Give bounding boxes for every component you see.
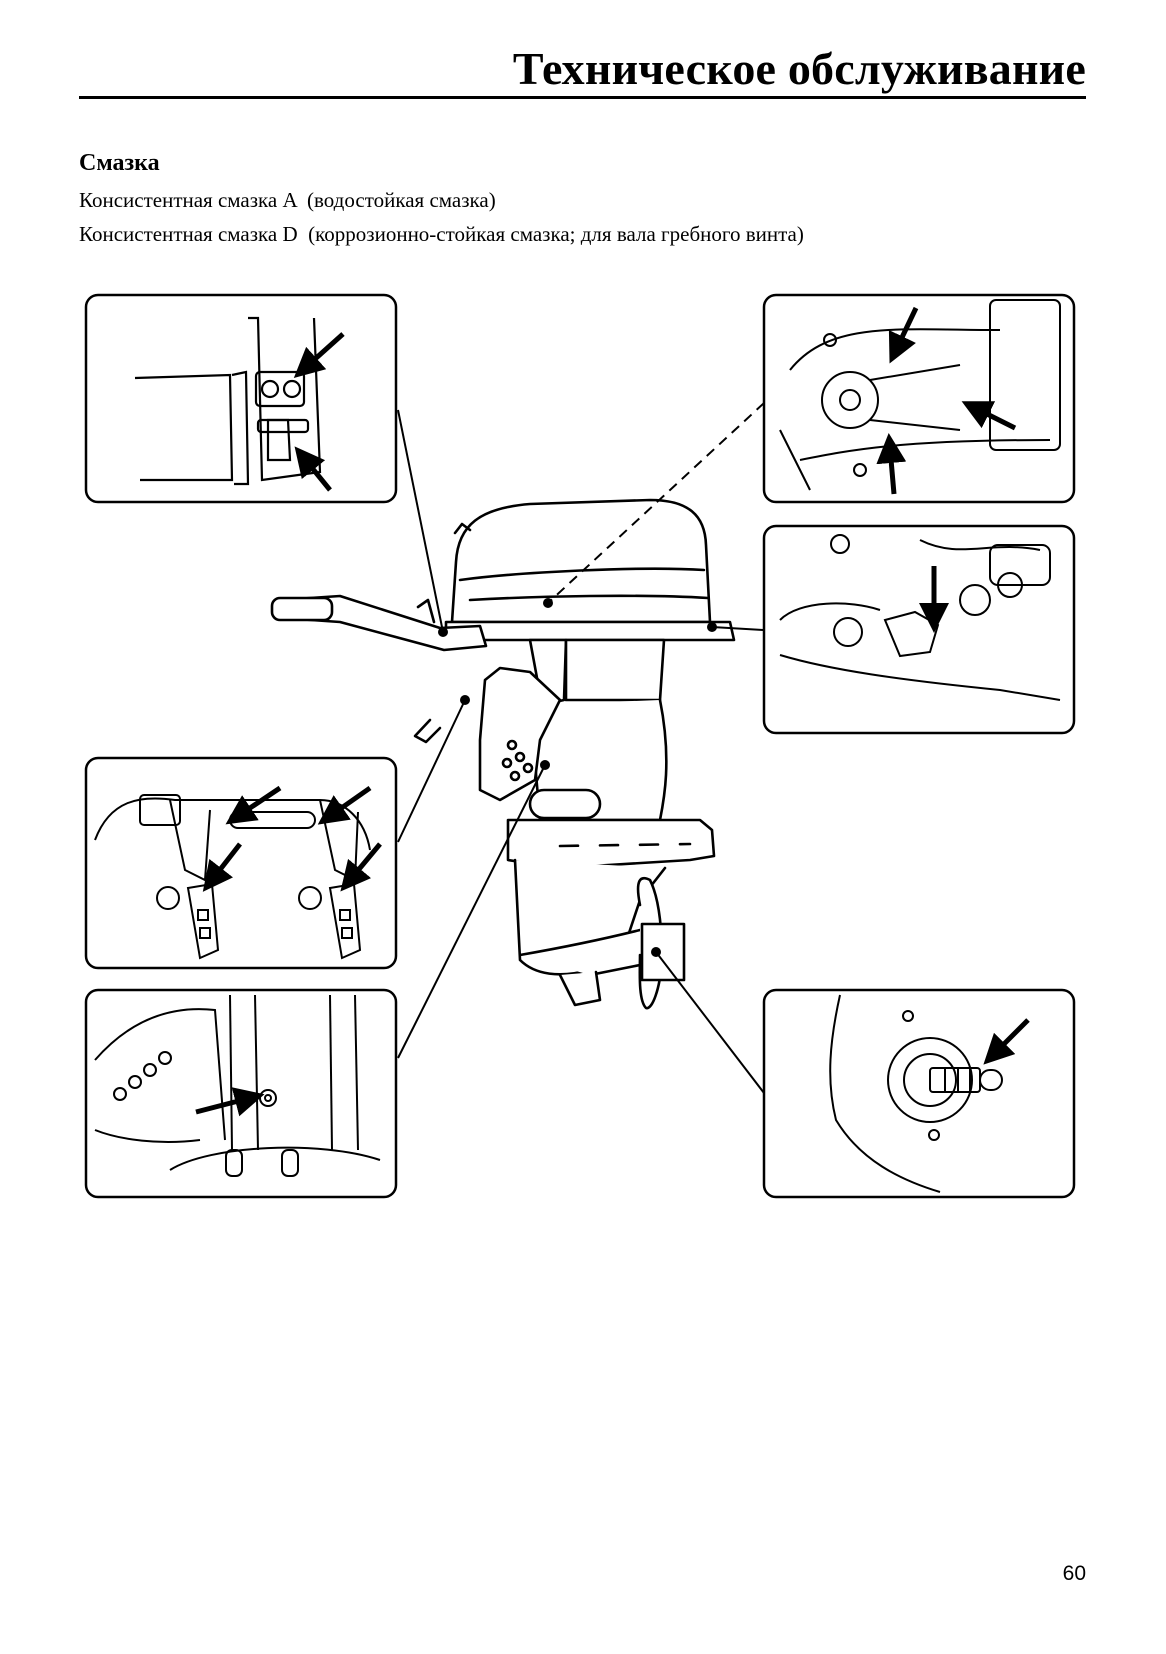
detail-panel-carburetor-linkage [762, 524, 1076, 735]
detail-panel-swivel-fitting [84, 988, 398, 1199]
outboard-motor-figure [270, 498, 736, 1010]
page-title: Техническое обслуживание [512, 43, 1086, 94]
page-number: 60 [1062, 1562, 1086, 1585]
detail-panel-tiller-pivot [84, 293, 398, 504]
section-heading: Смазка [79, 150, 160, 176]
detail-panel-clamp-brackets [84, 756, 398, 970]
detail-panel-propeller-shaft [762, 988, 1076, 1199]
title-divider [79, 96, 1086, 99]
leader-lines [397, 402, 765, 1094]
detail-panel-throttle-linkage [762, 293, 1076, 504]
grease-points [438, 598, 717, 957]
grease-a-line: Консистентная смазка A (водостойкая смаз… [79, 188, 496, 212]
grease-d-line: Консистентная смазка D (коррозионно-стой… [79, 222, 804, 246]
